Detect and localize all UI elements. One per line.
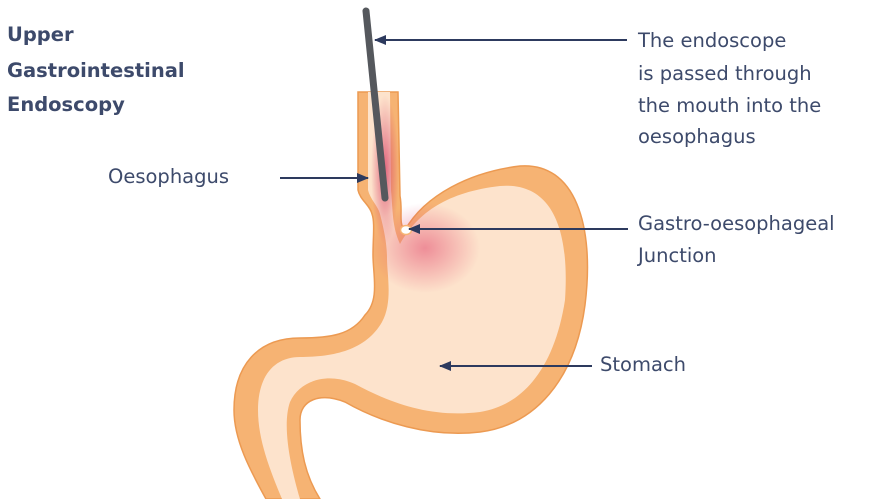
- endoscope-label-line-4: oesophagus: [638, 124, 756, 151]
- endoscope-label-line-3: the mouth into the: [638, 93, 821, 120]
- junction-label-line-1: Gastro-oesophageal: [638, 211, 835, 238]
- junction-label-line-2: Junction: [638, 243, 717, 270]
- title-line-3: Endoscopy: [7, 91, 125, 119]
- title-line-1: Upper: [7, 21, 74, 49]
- oesophagus-label: Oesophagus: [108, 164, 229, 191]
- stomach-label: Stomach: [600, 352, 686, 379]
- endoscope-label-line-1: The endoscope: [638, 28, 786, 55]
- stomach-lumen: [258, 92, 566, 499]
- endoscope-label-line-2: is passed through: [638, 61, 812, 88]
- inflammation-junction: [370, 203, 480, 293]
- title-line-2: Gastrointestinal: [7, 57, 185, 85]
